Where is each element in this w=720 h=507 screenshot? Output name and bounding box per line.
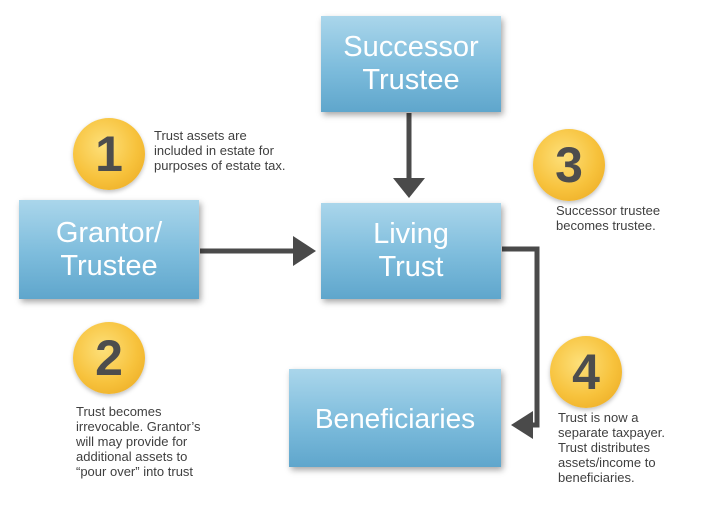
successor-trustee-box: Successor Trustee [321,16,501,112]
arrow-living-to-beneficiaries [502,246,540,428]
living-trust-box: Living Trust [321,203,501,299]
step-2-badge: 2 [73,322,145,394]
arrowhead-left [511,411,533,439]
step-3-badge: 3 [533,129,605,201]
grantor-trustee-box: Grantor/ Trustee [19,200,199,299]
arrowhead-right [293,236,316,266]
step-4-badge: 4 [550,336,622,408]
step-3-note: Successor trustee becomes trustee. [556,203,661,233]
beneficiaries-box: Beneficiaries [289,369,501,467]
step-4-note: Trust is now a separate taxpayer. Trust … [558,410,665,485]
arrowhead-down [393,178,425,198]
step-2-note: Trust becomes irrevocable. Grantor’s wil… [76,404,201,479]
step-1-note: Trust assets are included in estate for … [154,128,286,173]
step-1-badge: 1 [73,118,145,190]
